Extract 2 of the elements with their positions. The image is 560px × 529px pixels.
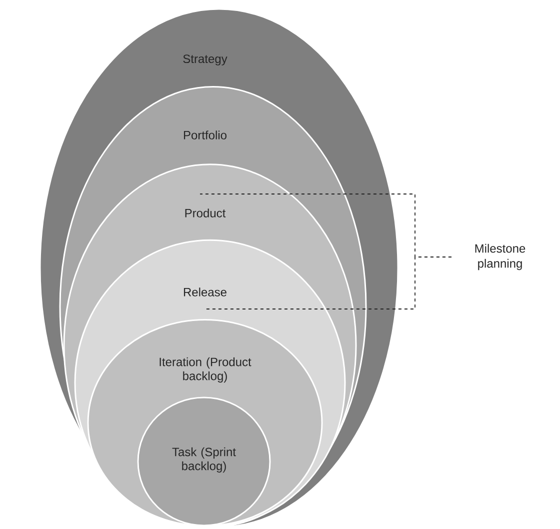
- bracket-line: [204, 256, 452, 310]
- label-text: Milestone planning: [475, 244, 526, 270]
